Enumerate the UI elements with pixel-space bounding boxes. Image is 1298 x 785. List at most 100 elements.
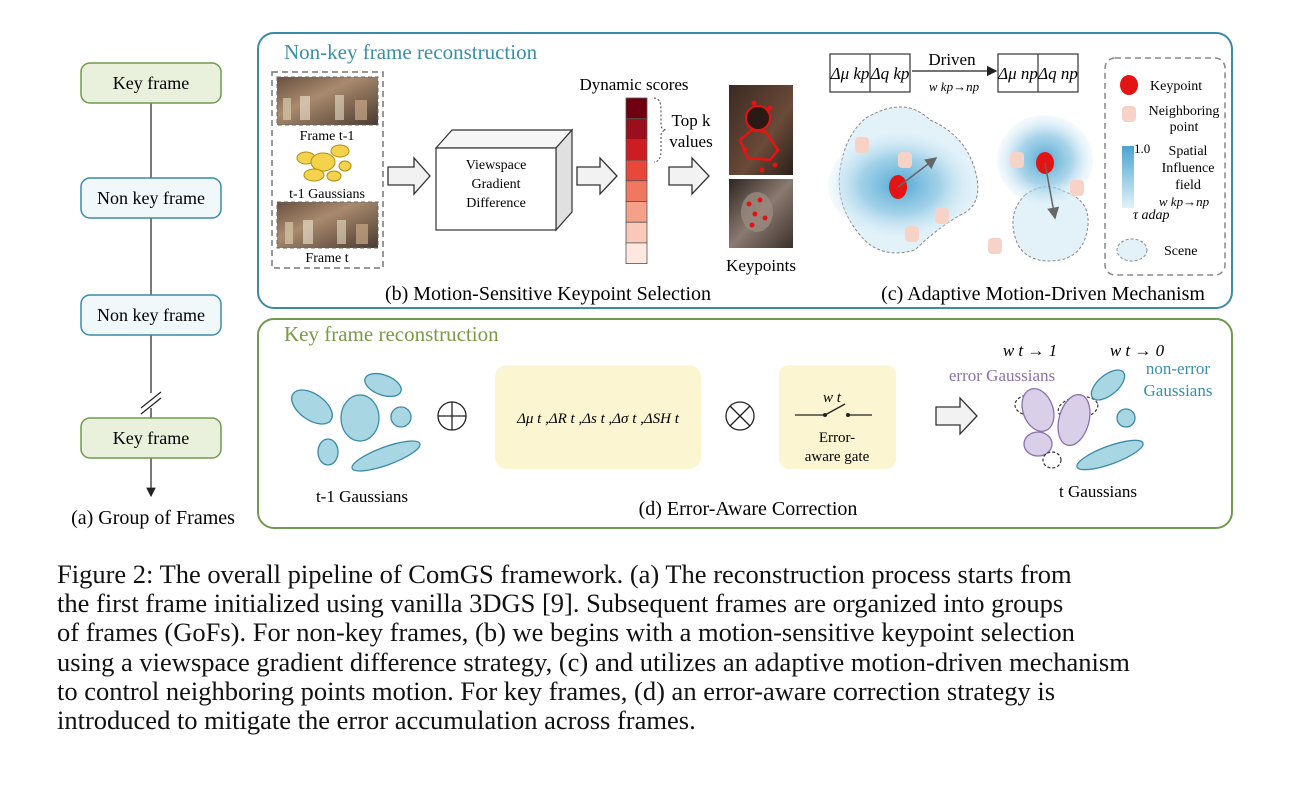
neighbor-point — [1070, 180, 1084, 196]
switch-icon — [795, 403, 872, 417]
neighbor-point — [1010, 152, 1024, 168]
delta-kp-box — [829, 53, 911, 93]
score-cell — [625, 97, 648, 120]
key-reconstruction-panel: Key frame reconstruction t-1 Gaussians Δ… — [257, 318, 1233, 529]
delta-q-kp: Δq kp — [870, 64, 910, 83]
prev-gaussians-label: t-1 Gaussians — [289, 187, 365, 202]
non-key-panel-title: Non-key frame reconstruction — [284, 40, 538, 64]
non-key-reconstruction-panel: Non-key frame reconstruction Frame t-1 t… — [257, 32, 1233, 309]
motion-arrow — [897, 157, 938, 188]
scene-region — [1012, 186, 1089, 262]
caption-c: (c) Adaptive Motion-Driven Mechanism — [881, 283, 1205, 305]
keypoints-label: Keypoints — [726, 256, 796, 275]
score-cell — [625, 118, 648, 140]
gap-mark — [140, 391, 162, 409]
score-cell — [625, 180, 648, 202]
neighbor-point — [898, 152, 912, 168]
multiply-operator-icon — [725, 401, 755, 431]
dynamic-scores-label: Dynamic scores — [579, 75, 688, 94]
caption-line: the first frame initialized using vanill… — [57, 588, 1064, 619]
neighbor-point — [935, 208, 949, 224]
motion-arrow — [1044, 162, 1060, 220]
delta-mu-kp: Δμ kp — [830, 64, 870, 83]
cur-gaussians-label: t Gaussians — [1059, 482, 1137, 501]
current-gaussians-cluster — [1014, 369, 1144, 471]
frame-cur-thumbnail — [276, 201, 379, 249]
topk-brace — [653, 97, 667, 163]
prev-gaussians-icon — [296, 144, 352, 182]
legend-scene-icon — [1116, 238, 1148, 262]
gate-label: aware gate — [805, 449, 870, 465]
topk-label: values — [669, 132, 712, 151]
caption-line: introduced to mitigate the error accumul… — [57, 705, 696, 736]
legend-keypoint-label: Keypoint — [1150, 79, 1202, 94]
vgd-line: Viewspace — [466, 158, 527, 173]
pipeline-figure: Key frame Non key frame Non key frame Ke… — [71, 32, 1233, 529]
score-cell — [625, 201, 648, 223]
non-error-gaussians-label: Gaussians — [1144, 381, 1213, 400]
legend-scene-label: Scene — [1164, 244, 1197, 259]
deltas-label: Δμ t ,ΔR t ,Δs t ,Δσ t ,ΔSH t — [516, 411, 680, 427]
flow-arrow — [576, 156, 618, 196]
score-cell — [625, 242, 648, 264]
key-frame-node — [80, 417, 222, 459]
group-of-frames-panel: Key frame Non key frame Non key frame Ke… — [71, 62, 235, 529]
error-aware-gate-box — [779, 365, 896, 469]
keypoint-image-top — [729, 85, 793, 175]
driven-label: Driven — [928, 50, 976, 69]
key-panel-title: Key frame reconstruction — [284, 322, 499, 346]
frame-prev-thumbnail — [276, 76, 379, 126]
error-gaussians-label: error Gaussians — [949, 366, 1055, 385]
viewspace-gradient-difference-box — [434, 128, 574, 232]
caption-line: Figure 2: The overall pipeline of ComGS … — [57, 559, 1072, 589]
vgd-line: Gradient — [472, 177, 521, 192]
flow-arrow — [387, 156, 431, 196]
non-key-frame-label: Non key frame — [97, 305, 205, 325]
key-frame-label: Key frame — [113, 428, 189, 448]
caption-line: of frames (GoFs). For non-key frames, (b… — [57, 617, 1075, 648]
deltas-box — [495, 365, 701, 469]
delta-mu-np: Δμ np — [997, 64, 1038, 83]
legend-scale-top: 1.0 — [1134, 141, 1150, 156]
neighbor-point — [855, 137, 869, 153]
neighbor-point — [988, 238, 1002, 254]
figure-caption: Figure 2: The overall pipeline of ComGS … — [57, 559, 1247, 736]
frame-prev-label: Frame t-1 — [300, 129, 355, 144]
prev-gaussians-cluster — [291, 372, 421, 472]
vgd-line: Difference — [466, 196, 526, 211]
weight-to-zero: w t → 0 — [1110, 341, 1165, 360]
topk-label: Top k — [672, 111, 711, 130]
non-key-frame-node — [80, 177, 222, 219]
key-frame-label: Key frame — [113, 73, 189, 93]
flow-arrow — [935, 396, 978, 436]
non-key-panel-border — [257, 32, 1233, 309]
legend-weight: w kp→np — [1159, 194, 1210, 209]
non-key-frame-label: Non key frame — [97, 188, 205, 208]
score-cell — [625, 138, 648, 161]
non-error-gaussians-label: non-error — [1146, 359, 1211, 378]
delta-np-box — [997, 53, 1079, 93]
legend-box — [1104, 57, 1226, 276]
key-frame-node — [80, 62, 222, 104]
add-operator-icon — [437, 401, 467, 431]
flow-arrow — [668, 156, 710, 196]
neighbor-point — [905, 226, 919, 242]
non-key-frame-node — [80, 294, 222, 336]
legend-influence-scale — [1122, 146, 1134, 208]
legend-neighbor-icon — [1122, 106, 1136, 122]
dynamic-scores-bar — [625, 97, 648, 264]
delta-q-np: Δq np — [1037, 64, 1078, 83]
score-cell — [625, 159, 648, 182]
legend-influence-label: Influence — [1162, 161, 1215, 176]
legend-keypoint-icon — [1120, 75, 1138, 95]
gate-weight: w t — [823, 390, 842, 406]
gate-label: Error- — [819, 430, 855, 446]
legend-tau: τ adap — [1133, 208, 1170, 223]
caption-line: using a viewspace gradient difference st… — [57, 646, 1130, 677]
frame-cur-label: Frame t — [305, 251, 348, 266]
caption-a: (a) Group of Frames — [71, 507, 235, 529]
keypoint-image-bottom — [729, 179, 793, 248]
legend-neighbor-label: Neighboring — [1149, 104, 1220, 119]
legend-influence-label: Spatial — [1169, 144, 1208, 159]
weight-to-one: w t → 1 — [1003, 341, 1057, 360]
